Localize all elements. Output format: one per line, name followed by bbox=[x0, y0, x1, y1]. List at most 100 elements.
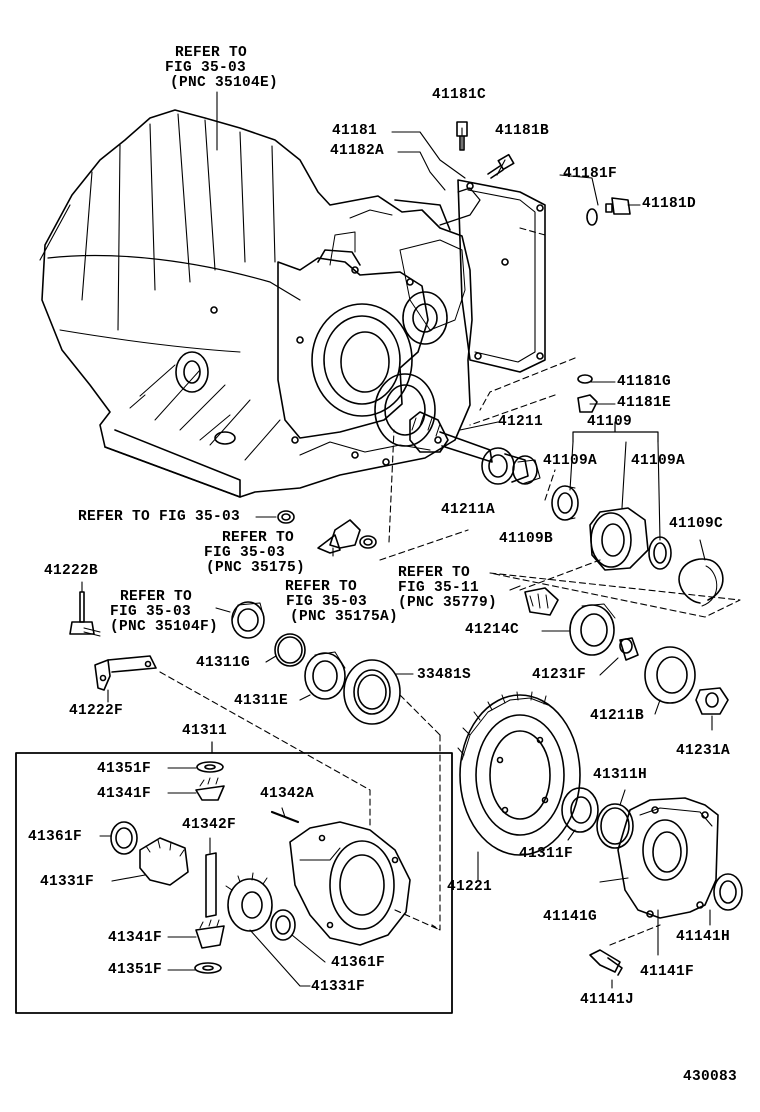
washer-41181G bbox=[577, 374, 593, 384]
part-41341f-lower: 41341F bbox=[108, 930, 163, 946]
part-41109a-second: 41109A bbox=[631, 453, 686, 469]
oil-seal-35104F bbox=[231, 601, 265, 639]
bearing-41109 bbox=[589, 507, 649, 571]
part-41214c: 41214C bbox=[465, 622, 520, 638]
part-33481s: 33481S bbox=[417, 667, 472, 683]
seal-41141H bbox=[713, 873, 743, 911]
part-41342f: 41342F bbox=[182, 817, 237, 833]
transaxle-case bbox=[39, 109, 546, 498]
washer-41351F-2 bbox=[194, 962, 222, 974]
part-41361f-lower: 41361F bbox=[331, 955, 386, 971]
part-41141g: 41141G bbox=[543, 909, 598, 925]
sleeve-41231F bbox=[619, 637, 639, 661]
part-41231a: 41231A bbox=[676, 743, 731, 759]
part-41181e: 41181E bbox=[617, 395, 672, 411]
part-41311h: 41311H bbox=[593, 767, 648, 783]
part-41181g: 41181G bbox=[617, 374, 672, 390]
part-41141f: 41141F bbox=[640, 964, 695, 980]
ref-35175-line1: REFER TO bbox=[222, 530, 295, 546]
ref-35104e-line3: (PNC 35104E) bbox=[170, 75, 279, 91]
bracket-41222F bbox=[94, 655, 157, 691]
part-41311: 41311 bbox=[182, 723, 228, 739]
part-41211b: 41211B bbox=[590, 708, 645, 724]
sensor-35175 bbox=[317, 519, 377, 554]
shaft-41109B-gear bbox=[512, 455, 541, 485]
ref-35779-line3: (PNC 35779) bbox=[398, 595, 498, 611]
part-41109c: 41109C bbox=[669, 516, 724, 532]
part-41311g: 41311G bbox=[196, 655, 251, 671]
case-41141F bbox=[617, 797, 719, 919]
part-41351f-lower: 41351F bbox=[108, 962, 163, 978]
ref-35779-line1: REFER TO bbox=[398, 565, 471, 581]
plug-ref-35-03 bbox=[277, 510, 295, 524]
bearing-41211B bbox=[644, 646, 696, 704]
bolt-41222B bbox=[69, 591, 101, 637]
part-41361f-left: 41361F bbox=[28, 829, 83, 845]
gasket-41181F bbox=[586, 208, 598, 226]
part-41141j: 41141J bbox=[580, 992, 635, 1008]
cover-dash bbox=[469, 227, 576, 426]
ref-35104f-line2: FIG 35-03 bbox=[110, 604, 192, 620]
gear-35779 bbox=[524, 587, 559, 616]
bracket-leaders bbox=[569, 441, 661, 541]
ref-35779-line2: FIG 35-11 bbox=[398, 580, 480, 596]
plug-41181C bbox=[456, 121, 468, 151]
oil-seal-33481S bbox=[343, 659, 401, 725]
part-41311e: 41311E bbox=[234, 693, 289, 709]
ref-35104f-line3: (PNC 35104F) bbox=[110, 619, 219, 635]
part-41181c: 41181C bbox=[432, 87, 487, 103]
shim-41311G bbox=[274, 633, 306, 667]
ref-35104e-line2: FIG 35-03 bbox=[165, 60, 247, 76]
part-41222f: 41222F bbox=[69, 703, 124, 719]
differential-box bbox=[15, 752, 453, 1014]
ref-35104f-line1: REFER TO bbox=[120, 589, 193, 605]
ref-fig-35-03-plug: REFER TO FIG 35-03 bbox=[78, 509, 241, 525]
pinion-41341F-2 bbox=[195, 919, 225, 949]
bolt-41181B bbox=[487, 153, 515, 179]
ref-35175-line3: (PNC 35175) bbox=[206, 560, 306, 576]
part-41211a: 41211A bbox=[441, 502, 496, 518]
case-leaders bbox=[216, 91, 641, 431]
washer-41351F-1 bbox=[196, 761, 224, 773]
part-41211: 41211 bbox=[498, 414, 544, 430]
washer-41361F-2 bbox=[270, 909, 296, 941]
bearing-41109A-1 bbox=[551, 485, 579, 521]
part-41222b: 41222B bbox=[44, 563, 99, 579]
part-41231f: 41231F bbox=[532, 667, 587, 683]
washer-41361F-1 bbox=[110, 821, 138, 855]
part-41109b: 41109B bbox=[499, 531, 554, 547]
bearing-41311F bbox=[561, 787, 599, 833]
snap-ring-41109C bbox=[678, 558, 724, 607]
ring-gear-41221 bbox=[457, 691, 581, 856]
part-41181f: 41181F bbox=[563, 166, 618, 182]
side-gear-41331F-2 bbox=[225, 872, 273, 932]
part-41311f: 41311F bbox=[519, 846, 574, 862]
part-41331f-left: 41331F bbox=[40, 874, 95, 890]
part-41109a-first: 41109A bbox=[543, 453, 598, 469]
part-41181: 41181 bbox=[332, 123, 378, 139]
part-41331f-lower: 41331F bbox=[311, 979, 366, 995]
diagram-code: 430083 bbox=[683, 1069, 738, 1085]
part-41141h: 41141H bbox=[676, 929, 731, 945]
part-41221: 41221 bbox=[447, 879, 493, 895]
bearing-41311E bbox=[304, 651, 346, 700]
part-41181b: 41181B bbox=[495, 123, 550, 139]
bearing-41109A-2 bbox=[648, 536, 672, 570]
plug-41181D bbox=[605, 197, 631, 215]
dash-41109 bbox=[489, 469, 741, 618]
part-41351f-top: 41351F bbox=[97, 761, 152, 777]
part-41181d: 41181D bbox=[642, 196, 697, 212]
part-41341f-top: 41341F bbox=[97, 786, 152, 802]
side-gear-41331F-1 bbox=[139, 837, 189, 886]
nut-41231A bbox=[695, 687, 729, 715]
diff-case bbox=[289, 821, 411, 946]
part-41182a: 41182A bbox=[330, 143, 385, 159]
ref-35175a-line3: (PNC 35175A) bbox=[290, 609, 399, 625]
plug-41181E bbox=[577, 394, 598, 413]
bracket-41109 bbox=[572, 421, 659, 443]
bearing-41214C bbox=[569, 603, 616, 656]
bolt-41141J bbox=[589, 949, 623, 976]
ref-35104e-line1: REFER TO bbox=[175, 45, 248, 61]
ref-35175a-line1: REFER TO bbox=[285, 579, 358, 595]
